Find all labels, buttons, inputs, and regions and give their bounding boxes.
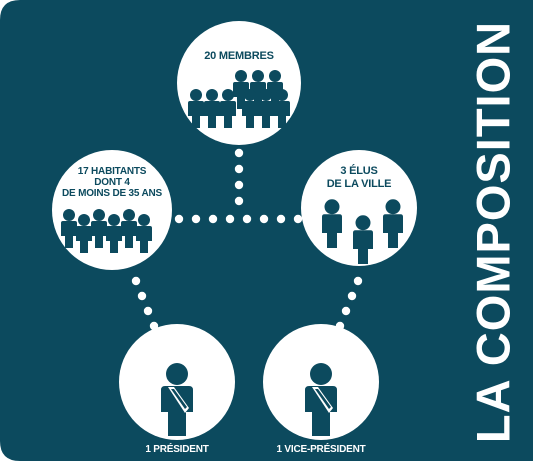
elected-label: 3 ÉLUS DE LA VILLE [309, 165, 409, 191]
elected-label-line1: 3 ÉLUS [340, 165, 378, 177]
president-label: 1 PRÉSIDENT [145, 444, 209, 455]
members-node [177, 21, 301, 145]
vice-president-label: 1 VICE-PRÉSIDENT [276, 444, 366, 455]
members-label: 20 MEMBRES [204, 50, 274, 62]
elected-label-line2: DE LA VILLE [326, 178, 392, 190]
residents-label-line3: DE MOINS DE 35 ANS [62, 188, 162, 199]
elected-node [301, 150, 417, 266]
residents-node [52, 150, 172, 270]
page-title: LA COMPOSITION [466, 20, 520, 444]
connectors [131, 148, 363, 331]
residents-label-line2: DONT 4 [94, 177, 130, 188]
residents-label: 17 HABITANTS DONT 4 DE MOINS DE 35 ANS [52, 166, 172, 199]
president-node [119, 324, 235, 440]
vice-president-node [263, 324, 379, 440]
residents-label-line1: 17 HABITANTS [77, 166, 147, 177]
side-title: LA COMPOSITION [463, 20, 523, 444]
